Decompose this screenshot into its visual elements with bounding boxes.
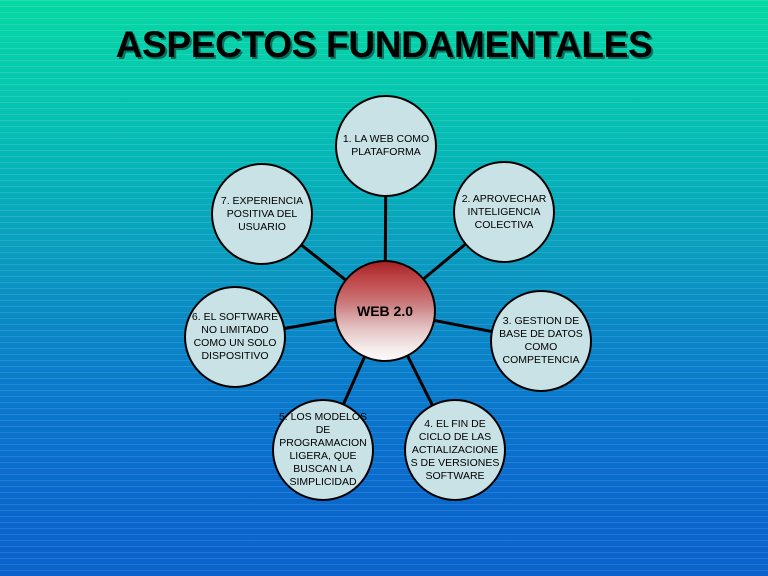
diagram-node-3[interactable]: 3. GESTION DE BASE DE DATOS COMO COMPETE… — [490, 290, 592, 392]
spoke-connector-3 — [433, 318, 493, 334]
diagram-node-label-1: 1. LA WEB COMO PLATAFORMA — [342, 133, 430, 158]
diagram-node-label-4: 4. EL FIN DE CICLO DE LAS ACTIALIZACIONE… — [410, 417, 500, 482]
diagram-node-5[interactable]: 5. LOS MODELOS DE PROGRAMACION LIGERA, Q… — [272, 399, 374, 501]
diagram-node-7[interactable]: 7. EXPERIENCIA POSITIVA DEL USUARIO — [211, 163, 313, 265]
diagram-node-label-6: 6. EL SOFTWARE NO LIMITADO COMO UN SOLO … — [191, 311, 279, 362]
spoke-connector-7 — [300, 243, 347, 282]
spoke-connector-4 — [406, 354, 434, 407]
center-node-web20[interactable]: WEB 2.0 — [334, 260, 436, 362]
diagram-node-label-5: 5. LOS MODELOS DE PROGRAMACION LIGERA, Q… — [278, 411, 368, 488]
spoke-connector-5 — [341, 356, 367, 405]
spoke-connector-2 — [422, 242, 467, 281]
diagram-node-2[interactable]: 2. APROVECHAR INTELIGENCIA COLECTIVA — [453, 161, 555, 263]
diagram-node-4[interactable]: 4. EL FIN DE CICLO DE LAS ACTIALIZACIONE… — [404, 399, 506, 501]
page-title: ASPECTOS FUNDAMENTALES — [115, 24, 653, 65]
diagram-node-label-3: 3. GESTION DE BASE DE DATOS COMO COMPETE… — [499, 315, 583, 366]
diagram-node-6[interactable]: 6. EL SOFTWARE NO LIMITADO COMO UN SOLO … — [184, 286, 286, 388]
diagram-node-1[interactable]: 1. LA WEB COMO PLATAFORMA — [335, 95, 437, 197]
diagram-node-label-7: 7. EXPERIENCIA POSITIVA DEL USUARIO — [220, 194, 304, 233]
spoke-connector-6 — [284, 318, 336, 330]
center-node-label: WEB 2.0 — [356, 303, 413, 319]
diagram-node-label-2: 2. APROVECHAR INTELIGENCIA COLECTIVA — [461, 192, 547, 231]
